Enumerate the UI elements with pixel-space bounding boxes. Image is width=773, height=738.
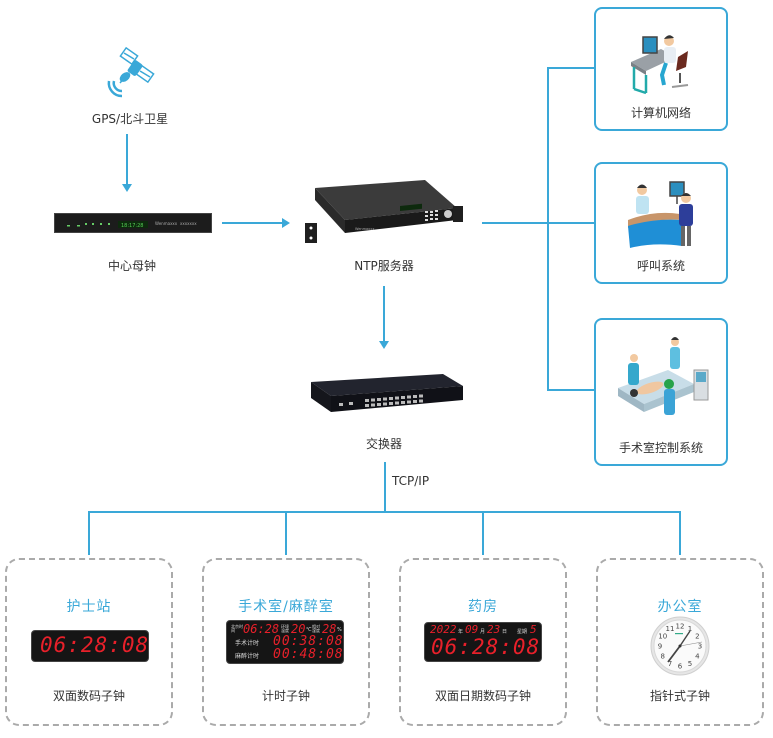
master-clock-label: 中心母钟 [107, 259, 156, 273]
connector-satellite-master [126, 134, 128, 184]
arrow-right-icon [282, 218, 290, 228]
clock-numeral: 12 [676, 623, 685, 631]
client-location: 药房 [468, 599, 498, 615]
connector-client-1 [88, 511, 90, 555]
connector-switch-bus [384, 462, 386, 511]
date-day: 23 [487, 623, 501, 636]
hour-hand [667, 645, 681, 663]
system-operating-room[interactable]: 手术室控制系统 [594, 318, 728, 466]
clients-bus-horizontal [88, 511, 681, 513]
row1-label: 北京时间 [231, 624, 243, 633]
row2-label: 手术计时 [235, 640, 260, 647]
satellite-label: GPS/北斗卫星 [91, 112, 169, 126]
connector-system-1 [547, 67, 594, 69]
client-device: 双面数码子钟 [52, 689, 125, 703]
clock-time: 06:28:08 [40, 633, 150, 657]
clock-numeral: 5 [688, 660, 692, 668]
weekday-label: 星期 [517, 629, 528, 635]
year-unit: 年 [458, 629, 464, 635]
operating-room-icon [618, 337, 709, 415]
connector-system-3 [547, 389, 594, 391]
arrow-down-icon [122, 184, 132, 192]
clock-numeral: 1 [688, 625, 692, 633]
clock-numeral: 11 [666, 625, 675, 633]
row1-time: 06:28 [243, 622, 280, 636]
clock-time: 06:28:08 [431, 635, 541, 659]
client-device: 指针式子钟 [649, 689, 710, 703]
temp-label: 环境温度 [281, 624, 289, 633]
client-nurse-station[interactable]: 护士站 06:28:08 双面数码子钟 [5, 558, 173, 726]
connector-master-ntp [222, 222, 282, 224]
rack-device-icon: 18:17:28 Wenmaxxx xxxxxxx [67, 221, 197, 229]
clock-numeral: 9 [658, 643, 662, 651]
clock-numeral: 8 [660, 653, 664, 661]
row2-time: 00:38:08 [273, 634, 344, 649]
temp-unit: ℃ [306, 627, 312, 633]
clock-numeral: 6 [678, 663, 683, 671]
system-label: 呼叫系统 [636, 259, 685, 273]
system-computer-network[interactable]: 计算机网络 [594, 7, 728, 131]
humidity-value: 28 [322, 622, 337, 636]
reception-desk-icon [628, 181, 693, 248]
svg-text:Wenmaxxx: Wenmaxxx [355, 227, 374, 231]
connector-ntp-systems [482, 222, 594, 224]
svg-text:xxxxxxx: xxxxxxx [180, 221, 197, 226]
system-label: 手术室控制系统 [618, 441, 703, 455]
row3-label: 麻醉计时 [235, 653, 260, 660]
satellite-icon [107, 46, 155, 98]
second-hand [679, 641, 703, 647]
connector-client-3 [482, 511, 484, 555]
date-month: 09 [465, 623, 479, 636]
master-clock-device[interactable]: 18:17:28 Wenmaxxx xxxxxxx [54, 213, 212, 233]
date-clock-display: 2022 年 09 月 23 日 星期 5 06:28:08 [424, 622, 542, 662]
svg-text:18:17:28: 18:17:28 [121, 223, 143, 229]
humidity-label: 相对湿度 [312, 624, 320, 633]
systems-bus-vertical [547, 67, 549, 390]
client-pharmacy[interactable]: 药房 2022 年 09 月 23 日 星期 5 06:28:08 双面日期数码… [399, 558, 567, 726]
computer-worker-icon [631, 35, 689, 95]
connector-ntp-switch [383, 286, 385, 341]
temp-value: 20 [291, 622, 306, 636]
client-location: 手术室/麻醉室 [238, 599, 334, 615]
clock-numeral: 3 [698, 643, 702, 651]
clock-numeral: 10 [658, 633, 667, 641]
system-label: 计算机网络 [630, 106, 691, 120]
client-device: 计时子钟 [261, 689, 310, 703]
row3-time: 00:48:08 [273, 647, 344, 662]
connector-client-4 [679, 511, 681, 555]
date-year: 2022 [430, 623, 457, 636]
ntp-server-device[interactable]: Wenmaxxx [305, 178, 465, 253]
timer-clock-display: 北京时间 06:28 环境温度 20 ℃ 相对湿度 28 % 手术计时 00:3… [226, 620, 344, 664]
day-unit: 日 [502, 629, 508, 635]
network-switch-icon [311, 374, 463, 412]
ntp-server-label: NTP服务器 [354, 259, 414, 273]
connector-client-2 [285, 511, 287, 555]
clock-numeral: 7 [668, 660, 672, 668]
protocol-label: TCP/IP [392, 474, 430, 488]
switch-label: 交换器 [365, 437, 402, 451]
digital-clock-display: 06:28:08 [31, 630, 149, 662]
clock-numeral: 2 [695, 633, 699, 641]
clock-numeral: 4 [695, 653, 700, 661]
svg-text:Wenmaxxx: Wenmaxxx [155, 221, 178, 226]
client-device: 双面日期数码子钟 [434, 689, 531, 703]
client-location: 护士站 [66, 599, 112, 615]
satellite-node[interactable] [100, 45, 160, 105]
rack-server-icon: Wenmaxxx [305, 180, 463, 243]
arrow-down-icon [379, 341, 389, 349]
humidity-unit: % [337, 627, 342, 633]
client-location: 办公室 [657, 599, 703, 615]
system-call[interactable]: 呼叫系统 [594, 162, 728, 284]
minute-hand [679, 630, 691, 647]
client-operating-room[interactable]: 手术室/麻醉室 北京时间 06:28 环境温度 20 ℃ 相对湿度 28 % 手… [202, 558, 370, 726]
month-unit: 月 [480, 629, 486, 635]
weekday-value: 5 [530, 623, 537, 636]
switch-device[interactable] [303, 370, 465, 415]
